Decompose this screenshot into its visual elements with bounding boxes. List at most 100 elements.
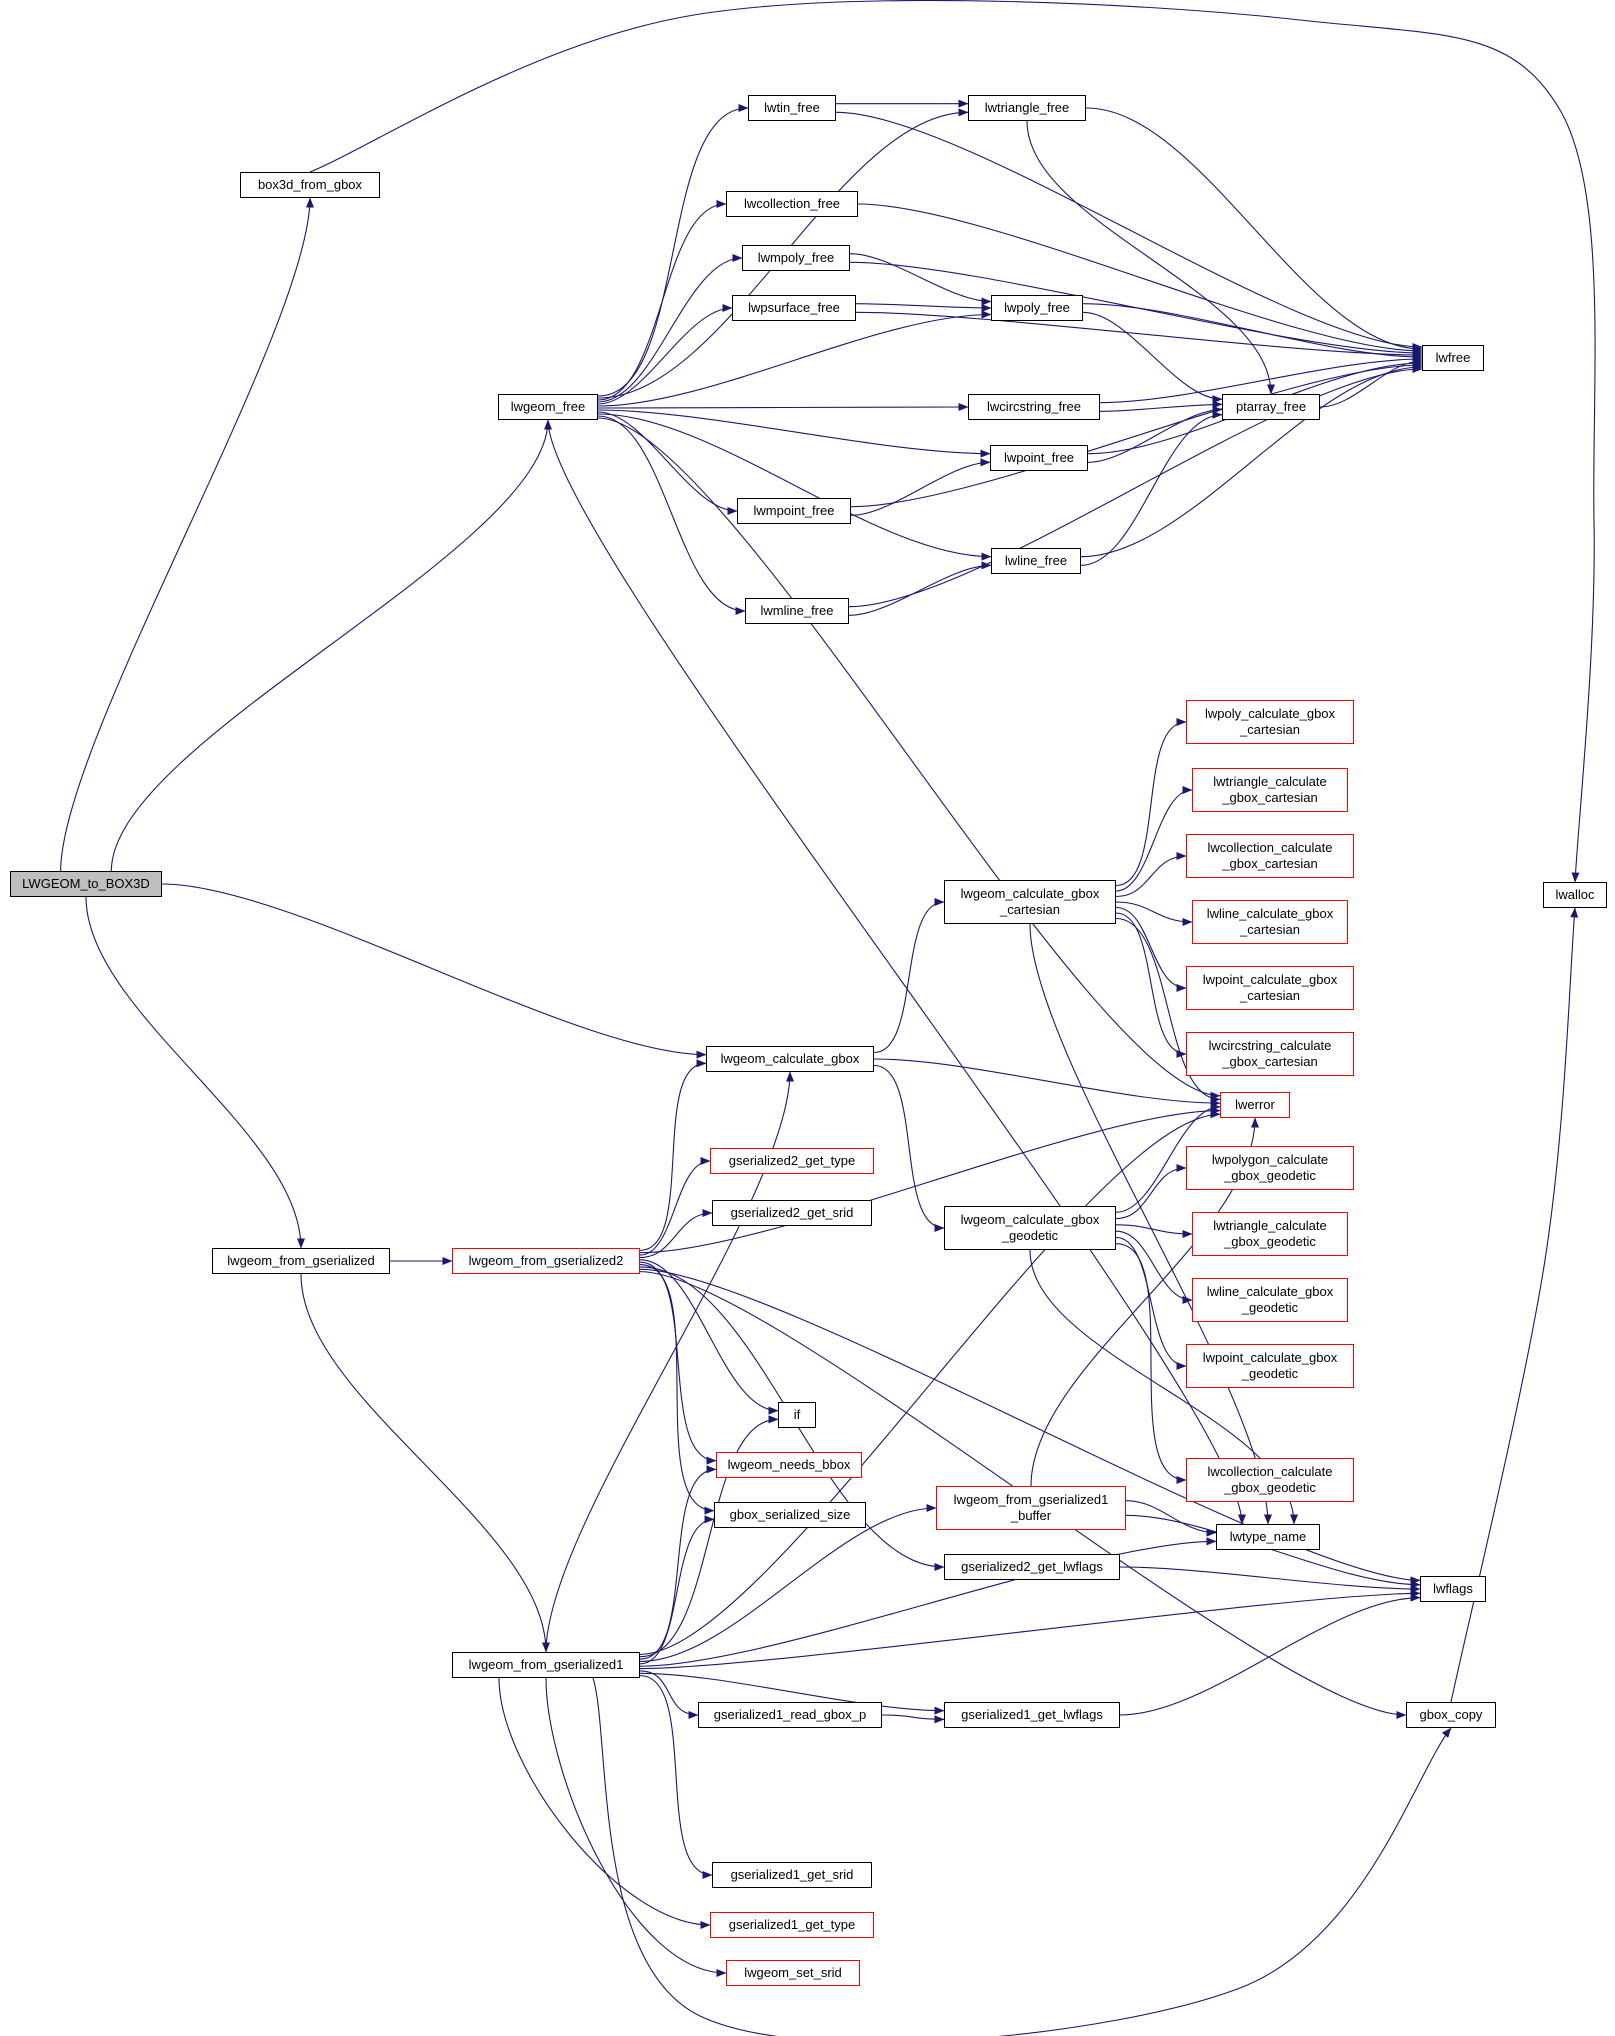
node-gserialized1_get_srid[interactable]: gserialized1_get_srid: [712, 1862, 872, 1888]
edge-lwgeom_calc_cart->lwcircstring_calc_cart: [1115, 912, 1187, 1058]
edge-ptarray_free->lwfree: [1319, 357, 1423, 408]
node-lwgeom_from_gserialized2[interactable]: lwgeom_from_gserialized2: [452, 1248, 640, 1274]
node-lwpoly_free[interactable]: lwpoly_free: [991, 295, 1083, 321]
node-lwgeom_calc_geod[interactable]: lwgeom_calculate_gbox _geodetic: [944, 1206, 1116, 1250]
node-lwgeom_free[interactable]: lwgeom_free: [498, 394, 598, 420]
node-gserialized2_get_srid[interactable]: gserialized2_get_srid: [712, 1200, 872, 1226]
edge-lwgeom_from_gserialized->lwgeom_from_gserialized1: [300, 1273, 550, 1653]
edge-lwcircstring_free->ptarray_free: [1099, 400, 1223, 412]
edge-lwtin_free->lwfree: [835, 111, 1423, 351]
edge-lwmline_free->lwfree: [848, 365, 1423, 608]
edge-lwgeom_free->lwpoint_free: [597, 409, 991, 458]
edge-lwgeom_calc_cart->lwpoly_calc_cart: [1115, 718, 1187, 887]
node-lwfree[interactable]: lwfree: [1422, 345, 1484, 371]
node-lwgeom_calculate_gbox[interactable]: lwgeom_calculate_gbox: [706, 1046, 874, 1072]
edge-lwgeom_from_gserialized2->gbox_serialized_size: [639, 1264, 715, 1515]
edge-lwmpoly_free->lwpoly_free: [849, 253, 992, 306]
edge-lwcircstring_free->lwfree: [1099, 355, 1423, 404]
edge-gserialized1_get_lwflags->lwflags: [1119, 1593, 1421, 1716]
node-lwgeom_from_gserialized[interactable]: lwgeom_from_gserialized: [212, 1248, 390, 1274]
node-lwgeom_set_srid[interactable]: lwgeom_set_srid: [726, 1960, 860, 1986]
node-lwgeom_from_gserialized1[interactable]: lwgeom_from_gserialized1: [452, 1652, 640, 1678]
edge-LWGEOM_to_BOX3D->lwgeom_free: [110, 419, 552, 872]
node-lwpoint_free[interactable]: lwpoint_free: [990, 445, 1088, 471]
node-lwcollection_free[interactable]: lwcollection_free: [726, 191, 858, 217]
node-lwerror[interactable]: lwerror: [1220, 1092, 1290, 1118]
edge-lwgeom_from_gserialized1->gbox_serialized_size: [639, 1515, 715, 1665]
edge-lwgeom_from_gserialized1->lwgeom_from_gserialized1_buffer: [639, 1504, 937, 1662]
edge-lwgeom_calc_geod->lwcollection_calc_geod: [1115, 1243, 1187, 1484]
edge-box3d_from_gbox->lwalloc: [309, 0, 1596, 883]
node-lwcircstring_calc_cart[interactable]: lwcircstring_calculate _gbox_cartesian: [1186, 1032, 1354, 1076]
edge-lwgeom_from_gserialized1_buffer->lwflags: [1125, 1514, 1421, 1589]
node-lwgeom_from_gserialized1_buffer[interactable]: lwgeom_from_gserialized1 _buffer: [936, 1486, 1126, 1530]
edge-gserialized2_get_lwflags->lwflags: [1119, 1566, 1421, 1593]
node-lwcollection_calc_cart[interactable]: lwcollection_calculate _gbox_cartesian: [1186, 834, 1354, 878]
node-gbox_serialized_size[interactable]: gbox_serialized_size: [714, 1502, 866, 1528]
node-box3d_from_gbox[interactable]: box3d_from_gbox: [240, 172, 380, 198]
edge-lwgeom_from_gserialized1->gserialized1_get_type: [498, 1677, 711, 1929]
node-lwgeom_calc_cart[interactable]: lwgeom_calculate_gbox _cartesian: [944, 880, 1116, 924]
node-lwtriangle_calc_cart[interactable]: lwtriangle_calculate _gbox_cartesian: [1192, 768, 1348, 812]
node-lwline_calc_cart[interactable]: lwline_calculate_gbox _cartesian: [1192, 900, 1348, 944]
edge-lwgeom_from_gserialized2->lwflags: [639, 1268, 1421, 1585]
edge-lwgeom_calculate_gbox->lwerror: [873, 1058, 1221, 1108]
node-gserialized1_get_type[interactable]: gserialized1_get_type: [710, 1912, 874, 1938]
edge-lwgeom_free->lwcircstring_free: [597, 403, 969, 412]
node-if[interactable]: if: [778, 1402, 816, 1428]
node-lwflags[interactable]: lwflags: [1420, 1576, 1486, 1602]
node-lwcollection_calc_geod[interactable]: lwcollection_calculate _gbox_geodetic: [1186, 1458, 1354, 1502]
node-lwmline_free[interactable]: lwmline_free: [745, 598, 849, 624]
edge-lwgeom_from_gserialized2->gserialized2_get_srid: [639, 1209, 713, 1258]
edge-lwgeom_from_gserialized1->if: [639, 1415, 779, 1658]
edge-lwgeom_free->lwpsurface_free: [597, 304, 733, 405]
node-gbox_copy[interactable]: gbox_copy: [1406, 1702, 1496, 1728]
edge-lwgeom_free->lwmline_free: [597, 415, 746, 615]
node-gserialized1_get_lwflags[interactable]: gserialized1_get_lwflags: [944, 1702, 1120, 1728]
node-lwline_calc_geod[interactable]: lwline_calculate_gbox _geodetic: [1192, 1278, 1348, 1322]
edge-lwgeom_calc_cart->lwpoint_calc_cart: [1115, 906, 1187, 992]
edge-lwgeom_calculate_gbox->lwgeom_calc_geod: [873, 1064, 945, 1232]
edge-lwgeom_free->lwcollection_free: [597, 200, 727, 401]
edge-lwgeom_free->lwerror: [597, 417, 1221, 1100]
node-lwtriangle_free[interactable]: lwtriangle_free: [968, 95, 1086, 121]
node-lwmpoly_free[interactable]: lwmpoly_free: [742, 245, 850, 271]
edge-lwgeom_free->lwtin_free: [597, 104, 749, 397]
edge-lwgeom_free->lwtype_name: [547, 419, 1246, 1525]
edge-lwpsurface_free->lwpoly_free: [855, 303, 992, 312]
node-lwtin_free[interactable]: lwtin_free: [748, 95, 836, 121]
node-ptarray_free[interactable]: ptarray_free: [1222, 394, 1320, 420]
edge-LWGEOM_to_BOX3D->box3d_from_gbox: [60, 197, 314, 872]
node-lwmpoint_free[interactable]: lwmpoint_free: [737, 498, 851, 524]
edge-lwgeom_calc_geod->lwpoint_calc_geod: [1115, 1236, 1187, 1370]
edge-lwmpoint_free->lwfree: [850, 361, 1423, 508]
node-lwalloc[interactable]: lwalloc: [1543, 882, 1607, 908]
node-lwtriangle_calc_geod[interactable]: lwtriangle_calculate _gbox_geodetic: [1192, 1212, 1348, 1256]
node-lwpoly_calc_cart[interactable]: lwpoly_calculate_gbox _cartesian: [1186, 700, 1354, 744]
edge-gserialized1_read_gbox_p->gserialized1_get_lwflags: [881, 1714, 945, 1724]
edge-lwgeom_calc_geod->lwline_calc_geod: [1115, 1230, 1193, 1304]
edge-lwgeom_calculate_gbox->lwgeom_calc_cart: [873, 898, 945, 1054]
edge-lwgeom_from_gserialized1->gbox_copy: [592, 1677, 1452, 2036]
node-lwgeom_needs_bbox[interactable]: lwgeom_needs_bbox: [716, 1452, 862, 1478]
node-lwcircstring_free[interactable]: lwcircstring_free: [968, 394, 1100, 420]
node-gserialized2_get_type[interactable]: gserialized2_get_type: [710, 1148, 874, 1174]
node-lwpolygon_calc_geod[interactable]: lwpolygon_calculate _gbox_geodetic: [1186, 1146, 1354, 1190]
edge-LWGEOM_to_BOX3D->lwgeom_from_gserialized: [85, 896, 305, 1249]
node-lwtype_name[interactable]: lwtype_name: [1216, 1524, 1320, 1550]
edge-lwgeom_from_gserialized1->lwtype_name: [639, 1537, 1217, 1667]
node-lwpsurface_free[interactable]: lwpsurface_free: [732, 295, 856, 321]
node-lwpoint_calc_cart[interactable]: lwpoint_calculate_gbox _cartesian: [1186, 966, 1354, 1010]
edge-lwgeom_from_gserialized1->lwgeom_calculate_gbox: [545, 1071, 794, 1653]
node-gserialized1_read_gbox_p[interactable]: gserialized1_read_gbox_p: [698, 1702, 882, 1728]
edge-lwpoint_free->ptarray_free: [1087, 405, 1223, 463]
node-lwpoint_calc_geod[interactable]: lwpoint_calculate_gbox _geodetic: [1186, 1344, 1354, 1388]
edge-lwmpoint_free->lwpoint_free: [850, 458, 991, 516]
edge-lwgeom_free->lwline_free: [597, 413, 992, 561]
node-lwline_free[interactable]: lwline_free: [991, 548, 1081, 574]
node-gserialized2_get_lwflags[interactable]: gserialized2_get_lwflags: [944, 1554, 1120, 1580]
edge-lwgeom_free->lwmpoly_free: [597, 254, 743, 403]
edge-lwpoly_free->lwfree: [1082, 303, 1423, 361]
